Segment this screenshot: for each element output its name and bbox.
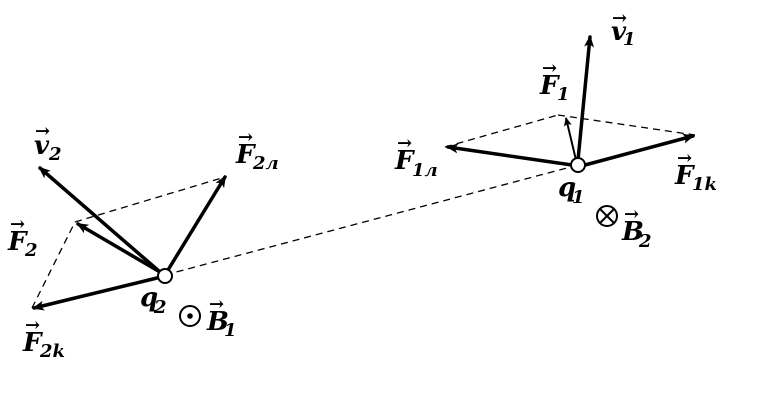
dashed-connecting-line	[164, 164, 579, 276]
svg-text:1: 1	[623, 29, 636, 50]
dashed-parallelogram-q1-left	[444, 114, 559, 148]
label-v2: → v 2	[34, 121, 62, 165]
vector-F1l	[446, 143, 574, 167]
svg-text:B: B	[621, 217, 644, 247]
vector-F2k	[32, 276, 159, 311]
svg-text:F: F	[539, 71, 560, 101]
svg-text:2k: 2k	[39, 341, 65, 362]
svg-text:→: →	[35, 121, 50, 142]
field-out-of-page-icon	[179, 305, 201, 327]
vector-v1	[576, 35, 595, 162]
dashed-parallelogram-q2-left	[31, 221, 76, 309]
svg-text:2: 2	[638, 231, 652, 252]
vector-F1k	[583, 133, 695, 167]
svg-text:F: F	[235, 140, 256, 170]
label-B2: → B 2	[621, 204, 652, 252]
svg-text:1: 1	[557, 84, 570, 105]
charge-q2	[157, 268, 173, 284]
label-F1k: → F 1k	[674, 148, 717, 195]
field-into-page-icon	[596, 205, 618, 227]
svg-text:→: →	[612, 8, 627, 29]
svg-text:→: →	[25, 315, 40, 336]
svg-text:→: →	[10, 214, 25, 235]
svg-text:2л: 2л	[252, 153, 279, 174]
label-v1: → v 1	[611, 8, 636, 50]
svg-text:F: F	[394, 146, 415, 176]
dashed-parallelogram-q2-top	[74, 176, 226, 223]
svg-text:F: F	[22, 328, 43, 358]
svg-text:→: →	[209, 294, 224, 315]
svg-text:v: v	[611, 17, 627, 47]
svg-text:1: 1	[572, 187, 585, 208]
dashed-parallelogram-q1-top	[557, 114, 696, 136]
svg-text:v: v	[34, 131, 50, 161]
svg-text:F: F	[674, 161, 695, 191]
label-F2k: → F 2k	[22, 315, 65, 362]
svg-text:B: B	[206, 307, 229, 337]
label-q1: q 1	[558, 173, 585, 208]
svg-text:2: 2	[24, 240, 38, 261]
label-B1: → B 1	[206, 294, 237, 341]
svg-text:2: 2	[48, 144, 62, 165]
svg-text:1k: 1k	[692, 174, 717, 195]
svg-text:→: →	[624, 204, 639, 225]
vector-F2	[76, 222, 162, 274]
charge-q1	[570, 157, 586, 173]
vector-F1	[563, 117, 577, 161]
svg-text:1: 1	[224, 320, 237, 341]
svg-text:2: 2	[153, 297, 167, 318]
label-F2l: → F 2л	[235, 127, 279, 174]
label-F2: → F 2	[7, 214, 38, 261]
label-F1: → F 1	[539, 58, 570, 105]
label-F1l: → F 1л	[394, 133, 438, 181]
svg-text:1л: 1л	[412, 160, 438, 181]
svg-text:q: q	[140, 283, 158, 313]
vector-F2l	[166, 175, 227, 272]
svg-text:q: q	[558, 173, 576, 203]
svg-text:→: →	[238, 127, 253, 148]
svg-text:→: →	[397, 133, 412, 154]
svg-text:→: →	[677, 148, 692, 169]
label-q2: q 2	[140, 283, 167, 318]
svg-text:F: F	[7, 227, 28, 257]
vector-v2	[38, 166, 162, 274]
svg-text:→: →	[542, 58, 557, 79]
